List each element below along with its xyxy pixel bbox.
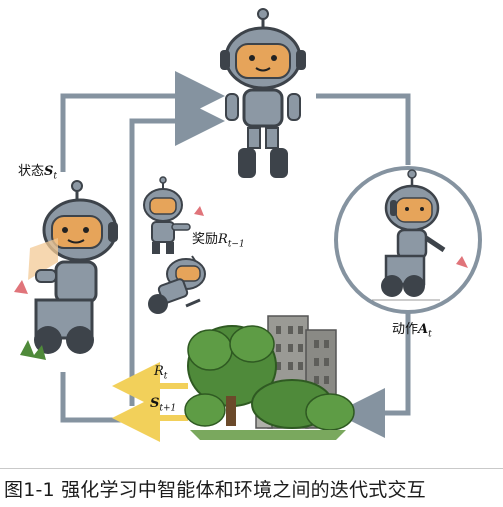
action-arrow: [316, 93, 411, 438]
figure-caption: 图1-1 强化学习中智能体和环境之间的迭代式交互: [4, 479, 426, 501]
state-arrow: [60, 71, 225, 172]
reward-t-label: Rt: [154, 364, 168, 382]
action-label: 动作At: [392, 322, 432, 340]
action-robot: [372, 169, 468, 301]
reward-robot-fallen: [148, 255, 206, 314]
feedback-arrow: [60, 372, 132, 423]
reward-state-arrow: [129, 96, 225, 406]
agent-robot-top: [220, 8, 306, 178]
reward-label: 奖励Rt−1: [192, 232, 245, 250]
interaction-diagram: [14, 8, 482, 442]
figure-caption-bar: 图1-1 强化学习中智能体和环境之间的迭代式交互: [0, 468, 503, 507]
agent-robot-left: [14, 180, 118, 360]
state-t1-label: St+1: [150, 396, 177, 414]
state-label: 状态St: [18, 164, 58, 182]
environment-scene: [184, 315, 355, 440]
reward-robot-walking: [143, 176, 204, 254]
